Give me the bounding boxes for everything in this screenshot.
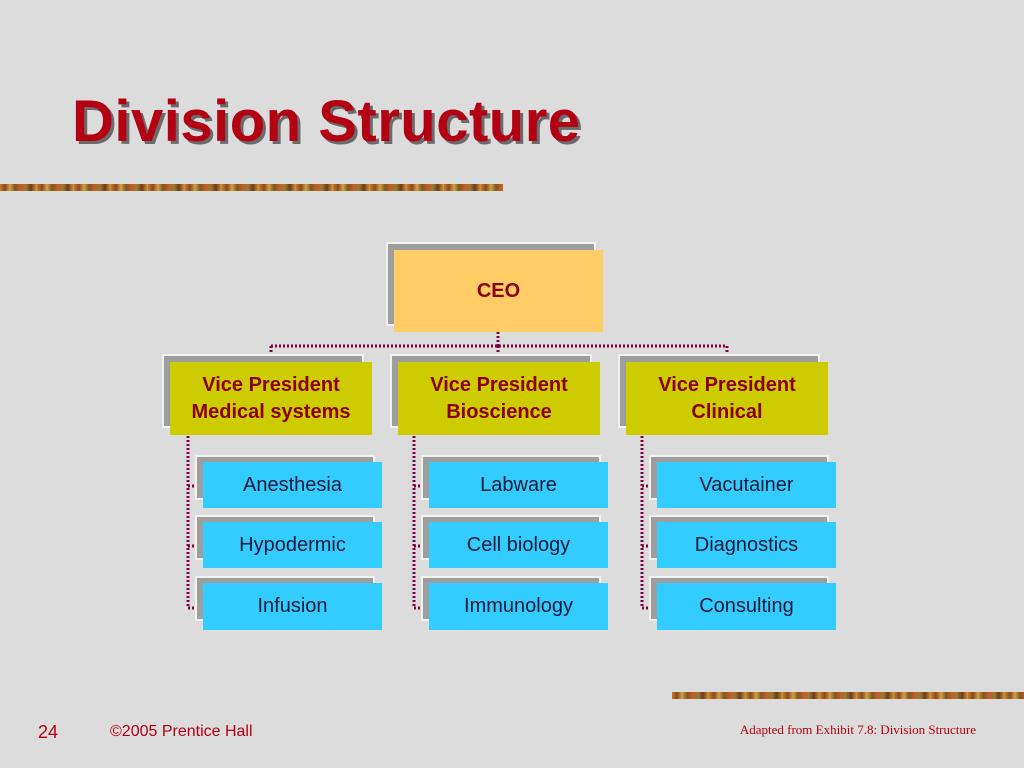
decorative-stripe-bottom [672,692,1024,699]
unit-label: Hypodermic [239,533,346,556]
vp-division-name: Medical systems [191,400,351,423]
unit-box-immunology: Immunology [429,583,608,630]
vp-bioscience-box: Vice President Bioscience [398,362,600,435]
unit-box-hypodermic: Hypodermic [203,522,382,568]
copyright-notice: ©2005 Prentice Hall [110,723,253,740]
unit-box-diagnostics: Diagnostics [657,522,836,568]
slide-title: Division Structure [72,89,581,154]
ceo-box: CEO [394,250,603,332]
unit-box-consulting: Consulting [657,583,836,630]
unit-label: Diagnostics [694,533,799,556]
source-note: Adapted from Exhibit 7.8: Division Struc… [739,722,976,737]
vp-medical-systems-box: Vice President Medical systems [170,362,372,435]
unit-box-anesthesia: Anesthesia [203,462,382,508]
vp-title: Vice President [658,373,796,396]
vp-division-name: Bioscience [446,400,552,423]
unit-label: Labware [480,473,557,496]
unit-label: Consulting [699,595,794,617]
vp-title: Vice President [202,373,340,396]
unit-label: Vacutainer [699,473,794,496]
ceo-label: CEO [476,279,521,302]
unit-box-labware: Labware [429,462,608,508]
page-number: 24 [38,722,59,742]
vp-clinical-box: Vice President Clinical [626,362,828,435]
unit-label: Anesthesia [243,473,342,496]
vp-title: Vice President [430,373,568,396]
unit-box-vacutainer: Vacutainer [657,462,836,508]
unit-label: Immunology [464,595,573,617]
unit-box-cell-biology: Cell biology [429,522,608,568]
unit-box-infusion: Infusion [203,583,382,630]
unit-label: Infusion [257,595,328,617]
unit-label: Cell biology [466,533,571,556]
vp-division-name: Clinical [691,400,763,423]
decorative-stripe-top [0,184,503,191]
